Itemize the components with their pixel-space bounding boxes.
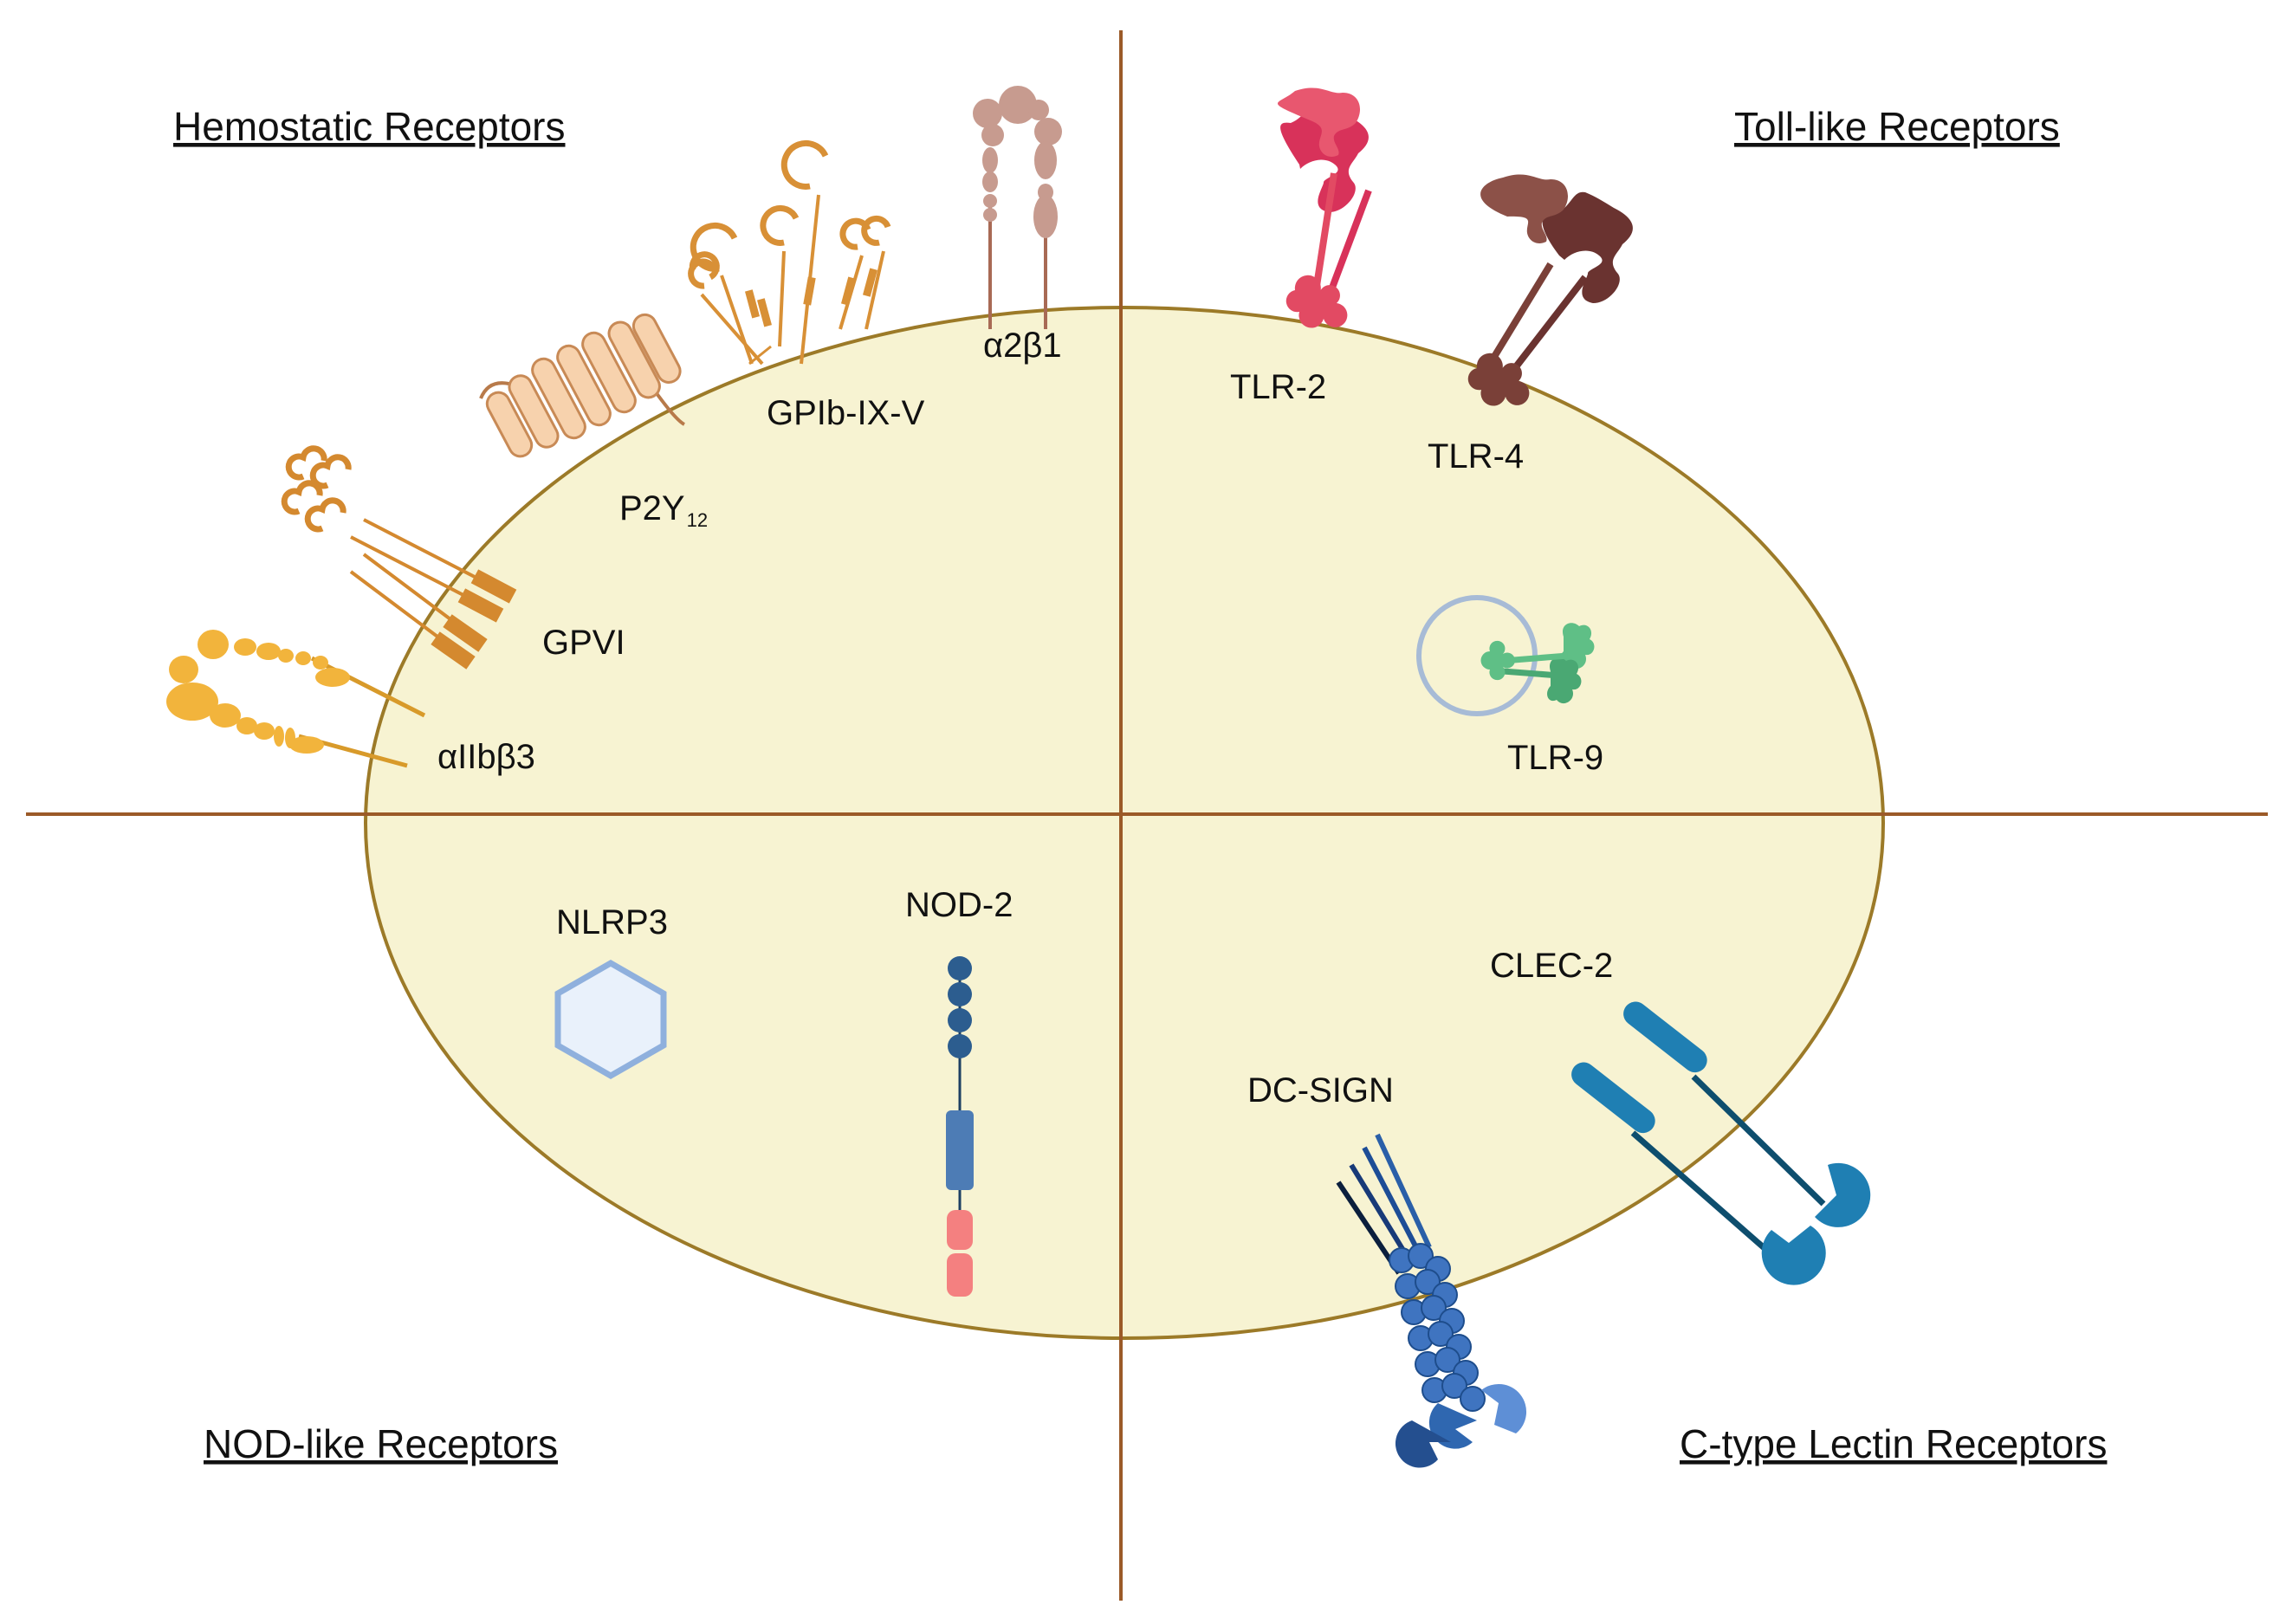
label-nlrp3: NLRP3 (556, 903, 668, 941)
label-tlr9: TLR-9 (1507, 739, 1603, 777)
label-tlr4: TLR-4 (1428, 437, 1524, 476)
tlr9-icon (1480, 623, 1595, 704)
label-p2y12: P2Y12 (619, 489, 708, 531)
tlr-icon (1278, 87, 1372, 328)
label-clec2: CLEC-2 (1490, 947, 1613, 985)
label-aiib: αIIbβ3 (437, 738, 535, 776)
gpcr-icon (479, 313, 686, 458)
bead-chain-icon (946, 956, 974, 1297)
lectin-icon (1571, 1001, 1871, 1285)
title-toll: Toll-like Receptors (1734, 104, 2060, 149)
gpib-complex-icon (688, 139, 891, 366)
tlr-icon-4 (1467, 174, 1633, 406)
title-ctype: C-type Lectin Receptors (1680, 1421, 2107, 1466)
title-hemostatic: Hemostatic Receptors (173, 104, 566, 149)
gpvi-transmembrane (431, 569, 517, 670)
gpib-transmembrane (744, 268, 877, 327)
integrin-a2b1-icon (973, 86, 1062, 329)
integrin-icon (166, 630, 426, 768)
platelet-cell (364, 306, 1885, 1340)
label-gpib: GPIb-IX-V (767, 394, 925, 432)
label-nod2: NOD-2 (905, 886, 1013, 924)
label-dcsign: DC-SIGN (1247, 1071, 1394, 1110)
label-gpvi: GPVI (542, 624, 625, 662)
label-tlr2: TLR-2 (1230, 368, 1326, 406)
label-a2b1: α2β1 (983, 327, 1062, 365)
dcsign-icon (1336, 1133, 1527, 1468)
hexagon-icon (554, 959, 667, 1080)
title-nod: NOD-like Receptors (204, 1421, 558, 1466)
